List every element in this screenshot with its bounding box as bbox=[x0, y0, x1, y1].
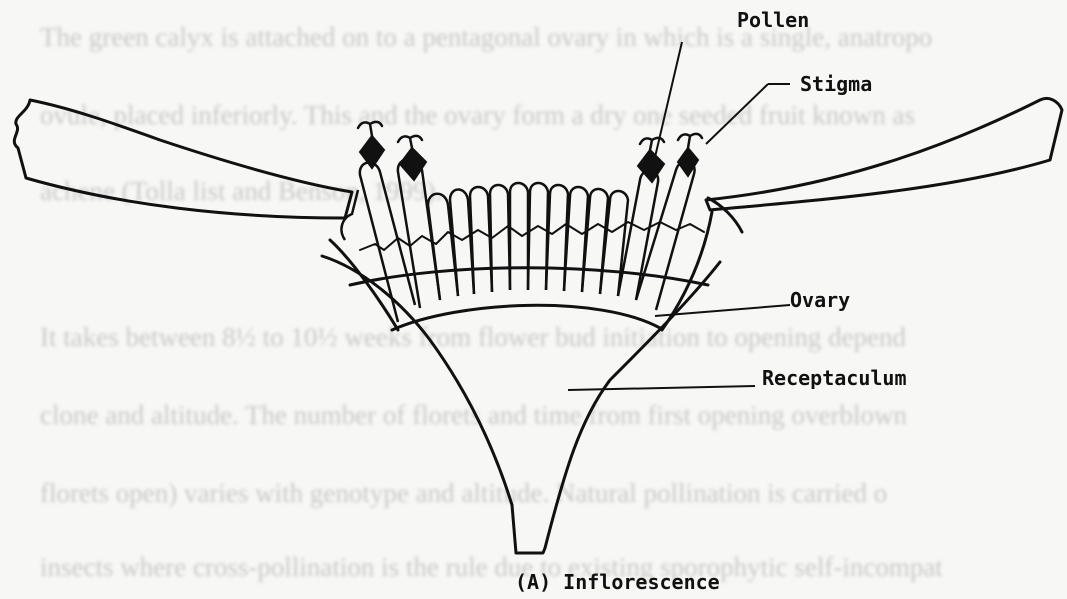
right-bract-tip bbox=[708, 198, 742, 232]
stigma-branch bbox=[358, 122, 382, 136]
stigma-branch bbox=[678, 134, 702, 148]
ovary-arc-lower bbox=[392, 305, 660, 330]
stigma-branch bbox=[640, 138, 664, 150]
left-bract bbox=[14, 100, 352, 218]
pollen-label: Pollen bbox=[737, 8, 809, 32]
stigmas bbox=[358, 122, 702, 150]
stigma-leader-line bbox=[706, 84, 768, 144]
floret bbox=[528, 183, 548, 290]
leader-lines bbox=[568, 42, 790, 390]
figure-caption: (A) Inflorescence bbox=[515, 570, 720, 594]
right-involucral-bract bbox=[545, 262, 720, 548]
floret bbox=[360, 163, 415, 322]
ovary-label: Ovary bbox=[790, 288, 850, 312]
receptacle-stem bbox=[512, 505, 545, 553]
right-bract bbox=[706, 98, 1062, 210]
pollen-leader-line bbox=[652, 42, 682, 170]
receptaculum-leader-line bbox=[568, 386, 755, 390]
stigma-branch bbox=[398, 136, 422, 148]
floret bbox=[398, 159, 440, 308]
floret bbox=[510, 183, 528, 290]
stigma-label: Stigma bbox=[800, 72, 872, 96]
floret bbox=[600, 191, 628, 296]
floret bbox=[582, 189, 608, 294]
floret bbox=[470, 187, 492, 294]
receptaculum-label: Receptaculum bbox=[762, 366, 907, 390]
